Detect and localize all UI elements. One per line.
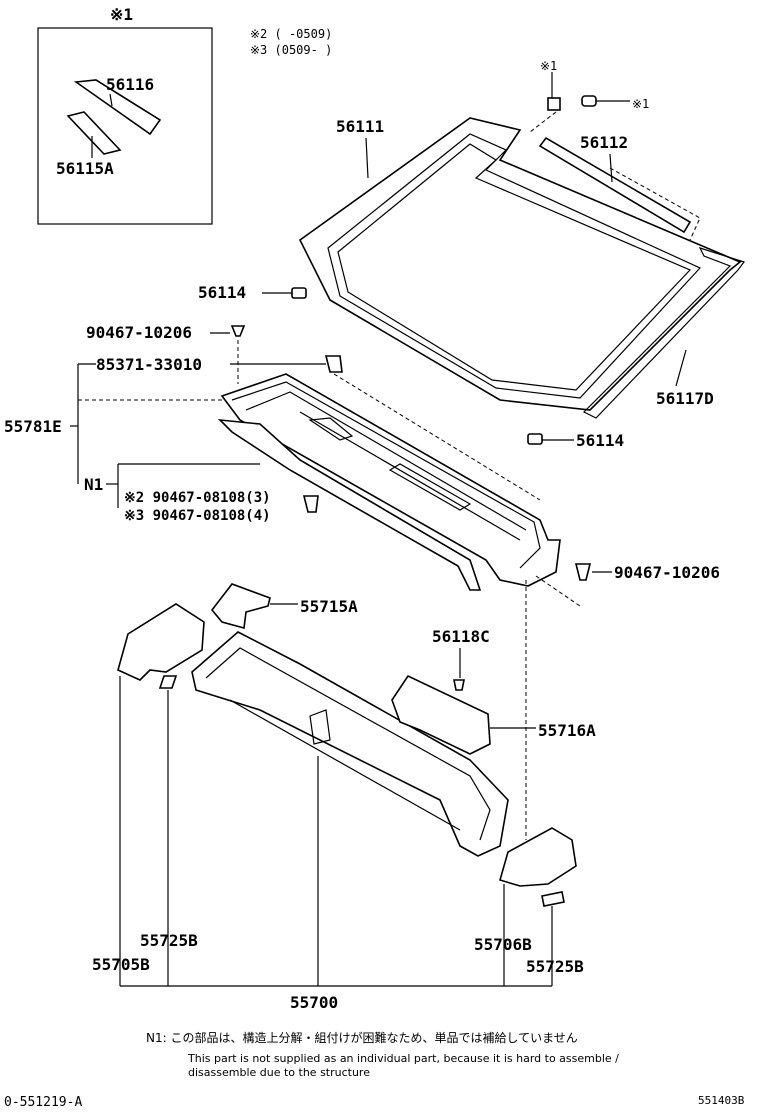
label-56114-b: 56114 xyxy=(576,431,624,450)
label-56114-a: 56114 xyxy=(198,283,246,302)
clip-56114a xyxy=(291,287,307,299)
label-55716a: 55716A xyxy=(538,721,596,740)
part-56115a-shape xyxy=(66,111,122,155)
footnote-jp: N1: この部品は、構造上分解・組付けが困難なため、単品では補給していません xyxy=(146,1030,578,1045)
clip-90467-10206-a xyxy=(230,325,246,337)
label-55700: 55700 xyxy=(290,993,338,1012)
legend-line-3: ※3 (0509- ) xyxy=(250,43,332,57)
clip-56118c xyxy=(453,679,465,691)
label-90467-08108-3: ※2 90467-08108(3) xyxy=(124,490,271,506)
windshield-glass xyxy=(298,117,742,411)
label-56111: 56111 xyxy=(336,117,384,136)
molding-56117d xyxy=(582,246,745,419)
bracket-55715a xyxy=(210,583,271,630)
side-member-55706b xyxy=(499,827,577,887)
label-56118c: 56118C xyxy=(432,627,490,646)
code-left: 0-551219-A xyxy=(4,1095,82,1110)
label-55725b-left: 55725B xyxy=(140,931,198,950)
code-right: 551403B xyxy=(698,1094,745,1107)
label-90467-10206-b: 90467-10206 xyxy=(614,563,720,582)
clip-m1a xyxy=(547,97,561,111)
label-55781e: 55781E xyxy=(4,417,62,436)
label-55705b: 55705B xyxy=(92,955,150,974)
gasket-55725b-right xyxy=(541,891,565,907)
footnote-en-2: disassemble due to the structure xyxy=(188,1066,370,1079)
label-n1: N1 xyxy=(84,475,103,494)
mark-1b: ※1 xyxy=(632,97,649,111)
inset-mark: ※1 xyxy=(110,5,133,24)
cowl-top-panel xyxy=(217,373,561,591)
part-85371-33010 xyxy=(324,355,343,373)
mark-1a: ※1 xyxy=(540,59,557,73)
clip-56114b xyxy=(527,433,543,445)
clip-90467-10206-b xyxy=(574,563,592,581)
part-56116-shape xyxy=(73,79,162,136)
label-90467-10206-a: 90467-10206 xyxy=(86,323,192,342)
label-55715a: 55715A xyxy=(300,597,358,616)
clip-m1b xyxy=(581,95,597,107)
label-55706b: 55706B xyxy=(474,935,532,954)
side-member-55705b xyxy=(117,603,205,681)
clip-90467-08108 xyxy=(302,495,319,513)
label-56112: 56112 xyxy=(580,133,628,152)
gasket-55725b-left xyxy=(158,675,178,689)
legend-line-2: ※2 ( -0509) xyxy=(250,27,332,41)
label-56115a: 56115A xyxy=(56,159,114,178)
label-55725b-right: 55725B xyxy=(526,957,584,976)
molding-56112 xyxy=(538,136,692,234)
bracket-55716a xyxy=(391,674,491,755)
cowl-panel-55700 xyxy=(191,631,509,857)
label-56117d: 56117D xyxy=(656,389,714,408)
label-85371-33010: 85371-33010 xyxy=(96,355,202,374)
label-56116: 56116 xyxy=(106,75,154,94)
label-90467-08108-4: ※3 90467-08108(4) xyxy=(124,508,271,524)
inset-box: ※1 56116 56115A xyxy=(37,5,213,225)
footnote-en-1: This part is not supplied as an individu… xyxy=(187,1052,619,1065)
